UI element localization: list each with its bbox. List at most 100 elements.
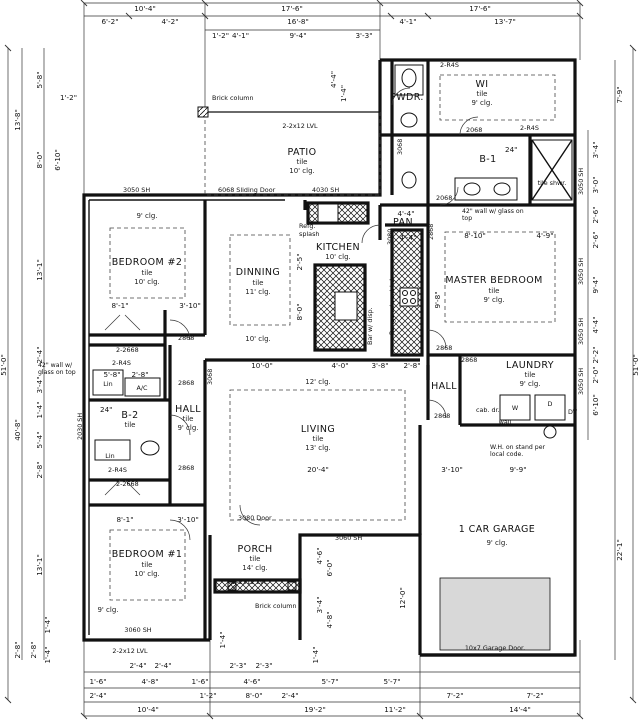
dining-ceiling: 11' clg. [245, 288, 271, 296]
dim-top2-2: 4'-2" [161, 17, 178, 26]
dim-bot1-1: 2'-4" [129, 661, 146, 670]
dim-bot2-6: 5'-7" [383, 677, 400, 686]
door-2r4s-b2: 2-R4S [108, 466, 127, 474]
door-2r4s-wi: 2-R4S [520, 124, 539, 132]
dim-hall-24: 24" [100, 405, 112, 414]
garage-name: 1 CAR GARAGE [459, 524, 535, 535]
dim-porch-12: 12'-0" [398, 587, 407, 609]
dim-bed1-w2: 3'-10" [177, 515, 199, 524]
wi-name: WI [476, 79, 489, 90]
patio-ceiling: 10' clg. [289, 167, 315, 175]
laundry-finish: tile [525, 371, 536, 379]
dim-left-upper: 13'-8" [13, 109, 22, 131]
dim-left-i: 5'-4" [35, 431, 44, 448]
dim-left-h: 1'-4" [35, 401, 44, 418]
note-wall: wall [499, 418, 512, 426]
dim-top3-4: 3'-3" [355, 31, 372, 40]
dim-bed2-w: 8'-1" [111, 301, 128, 310]
dim-top-1: 10'-4" [134, 4, 156, 13]
garage-door [439, 577, 551, 651]
note-window-3060: 3060 SH [124, 626, 151, 634]
water-heater [543, 425, 557, 439]
door-2868-master: 2868 [436, 344, 452, 352]
dim-b1-24: 24" [505, 145, 517, 154]
note-brick-column-bottom: Brick column [255, 602, 297, 610]
note-sliding-door: 6068 Sliding Door [218, 186, 276, 194]
note-lvl-top: 2-2x12 LVL [282, 122, 318, 130]
dining-ceiling-note: 10' clg. [245, 335, 271, 343]
refrigerator [317, 203, 339, 223]
dim-bot4-4: 14'-4" [509, 705, 531, 714]
bedroom2-ceiling-note: 9' clg. [136, 212, 157, 220]
laundry-name: LAUNDRY [506, 360, 554, 371]
door-2868-hall-right: 2868 [434, 412, 450, 420]
note-dv: DV [568, 408, 578, 416]
note-lvl-porch: 2-2x12 LVL [232, 578, 268, 586]
dim-kitchen-v: 2'-5" [295, 253, 304, 270]
dim-bot3-2: 1'-2" [199, 691, 216, 700]
porch-name: PORCH [237, 544, 272, 555]
dimension-texts: 10'-4" 17'-6" 17'-6" 6'-2" 4'-2" 16'-8" … [0, 4, 640, 714]
sink-pwdr [400, 112, 418, 128]
dim-right-k: 22'-1" [615, 539, 624, 561]
hall-left-name: HALL [175, 404, 201, 415]
dim-top3-1: 1'-2" [212, 31, 229, 40]
bedroom1-ceiling-note: 9' clg. [97, 606, 118, 614]
patio-finish: tile [297, 158, 308, 166]
note-splash: splash [299, 230, 319, 238]
note-refg: Refg. [299, 222, 315, 230]
dim-porch-side: 1'-4" [218, 631, 227, 648]
dim-bottom-left: 1'-4" [43, 646, 52, 663]
dim-mid-2: 4'-0" [331, 361, 348, 370]
note-bar: Bar w/ disp. [366, 307, 374, 345]
note-lin-b2: Lin [105, 452, 114, 460]
living-name: LIVING [301, 424, 335, 435]
door-2868-dining: 2868 [178, 334, 194, 342]
dim-bot3-1: 2'-4" [89, 691, 106, 700]
dim-garage-top-1: 3'-10" [441, 465, 463, 474]
b2-name: B-2 [121, 410, 138, 421]
dim-right-j: 6'-10" [591, 394, 600, 416]
living-ceiling-note: 12' clg. [305, 378, 331, 386]
bedroom1-finish: tile [142, 561, 153, 569]
master-name: MASTER BEDROOM [445, 275, 542, 286]
note-window-4030: 4030 SH [312, 186, 339, 194]
note-lin-left: Lin [103, 380, 112, 388]
interior-walls [89, 60, 575, 640]
dim-left-e: 13'-1" [35, 259, 44, 281]
bedroom1-name: BEDROOM #1 [112, 549, 183, 560]
dim-patio-side: 4'-4" [329, 71, 338, 88]
note-dryer: D [548, 400, 553, 408]
wi-ceiling: 9' clg. [471, 99, 492, 107]
door-2868-hall2: 2868 [178, 464, 194, 472]
b2-finish: tile [125, 421, 136, 429]
dim-kitchen-v2: 8'-0" [295, 303, 304, 320]
door-2668-bed1: 2-2668 [116, 480, 139, 488]
bedroom1-ceiling: 10' clg. [134, 570, 160, 578]
dim-master-v: 9'-8" [433, 291, 442, 308]
dryer [534, 394, 566, 421]
dim-garage-top-2: 9'-9" [509, 465, 526, 474]
dim-bot1-3: 2'-3" [229, 661, 246, 670]
door-3080-pan: 3080 [386, 229, 394, 245]
note-wall-glass-master: 42" wall w/ glass on top [462, 208, 524, 222]
window-3050-laundry-b: 3050 SH [577, 258, 585, 285]
dim-right-g: 4'-4" [591, 316, 600, 333]
door-swings [104, 87, 479, 541]
range [399, 287, 419, 307]
window-3050-master-a: 3050 SH [577, 168, 585, 195]
door-2668-bed2: 2-2668 [116, 346, 139, 354]
dim-patio-side2: 1'-4" [339, 85, 348, 102]
dim-top2-1: 6'-2" [101, 17, 118, 26]
living-finish: tile [313, 435, 324, 443]
room-labels: PATIO tile 10' clg. PWDR. WI tile 9' clg… [97, 79, 554, 614]
dim-bot2-5: 5'-7" [321, 677, 338, 686]
dim-b2-3: 2'-8" [131, 370, 148, 379]
living-ceiling: 13' clg. [305, 444, 331, 452]
dim-bot2-1: 1'-6" [89, 677, 106, 686]
dim-bed2-w2: 3'-10" [179, 301, 201, 310]
dim-left-a: 5'-8" [35, 71, 44, 88]
dim-left-b: 1'-2" [60, 93, 77, 102]
dim-top3-3: 9'-4" [289, 31, 306, 40]
dim-bot4-1: 10'-4" [137, 705, 159, 714]
